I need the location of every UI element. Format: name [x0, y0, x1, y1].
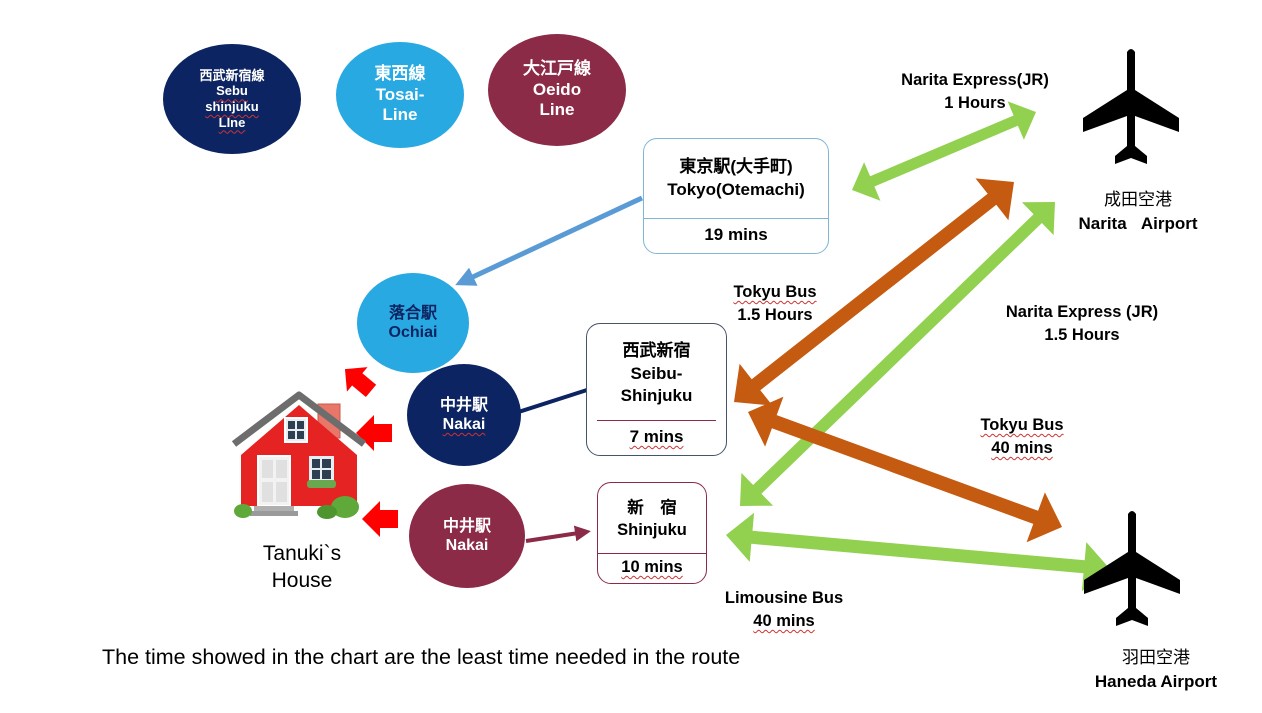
haneda-jp: 羽田空港: [1122, 648, 1190, 667]
legend-oedo-en2: Line: [539, 100, 575, 120]
seibu-shinjuku-en1: Seibu-: [630, 363, 683, 383]
arrow-nakai-to-shinjuku: [525, 525, 591, 543]
legend-seibu-en1: Sebu: [216, 83, 248, 99]
arrow-nex-tokyo-narita: [852, 101, 1036, 201]
station-box-seibu-shinjuku: 西武新宿 Seibu- Shinjuku 7 mins: [586, 323, 727, 456]
limousine-line1: Limousine Bus: [724, 589, 844, 607]
seibu-shinjuku-jp: 西武新宿: [622, 340, 691, 360]
station-nakai-seibu: 中井駅 Nakai: [407, 364, 521, 466]
legend-seibu-shinjuku-line: 西武新宿線 Sebu shinjuku LIne: [163, 44, 301, 154]
ochiai-en: Ochiai: [388, 324, 438, 341]
legend-tozai-en1: Tosai-: [375, 84, 425, 104]
house-label: Tanuki`s House: [238, 540, 366, 595]
shinjuku-time: 10 mins: [621, 558, 683, 576]
arrow-tokyo-to-ochiai: [455, 195, 644, 286]
house-icon: [231, 391, 367, 519]
legend-seibu-en3: LIne: [218, 114, 246, 130]
airplane-icon-narita: [1083, 49, 1179, 164]
arrow-limousine-shinjuku-haneda: [726, 512, 1110, 592]
tokyu-narita-line1: Tokyu Bus: [733, 283, 817, 301]
arrow-tokyu-seibu-narita: [734, 178, 1014, 406]
shinjuku-en: Shinjuku: [617, 521, 687, 539]
route-label-nex-tokyo: Narita Express(JR) 1 Hours: [870, 69, 1080, 115]
station-box-tokyo: 東京駅(大手町) Tokyo(Otemachi) 19 mins: [643, 138, 829, 254]
route-label-nex-shinjuku: Narita Express (JR) 1.5 Hours: [982, 301, 1182, 347]
footnote: The time showed in the chart are the lea…: [102, 645, 741, 669]
haneda-airport-label: 羽田空港 Haneda Airport: [1076, 646, 1236, 694]
tokyo-jp: 東京駅(大手町): [679, 156, 793, 176]
legend-seibu-en2: shinjuku: [205, 99, 259, 114]
seibu-shinjuku-en2: Shinjuku: [620, 386, 693, 406]
ochiai-jp: 落合駅: [388, 304, 437, 322]
arrow-tokyu-seibu-haneda: [748, 396, 1062, 543]
nex-shinjuku-line1: Narita Express (JR): [1005, 303, 1159, 321]
route-label-tokyu-narita: Tokyu Bus 1.5 Hours: [715, 281, 835, 327]
nex-tokyo-line2: 1 Hours: [944, 94, 1006, 113]
route-label-limousine-haneda: Limousine Bus 40 mins: [704, 587, 864, 633]
legend-oedo-en1: Oeido: [532, 79, 582, 99]
station-nakai-oedo: 中井駅 Nakai: [409, 484, 525, 588]
nakai-oedo-jp: 中井駅: [442, 517, 491, 535]
tokyu-haneda-line2: 40 mins: [991, 439, 1053, 458]
nakai-seibu-jp: 中井駅: [439, 396, 488, 414]
narita-en: Narita Airport: [1078, 213, 1198, 233]
shinjuku-jp: 新 宿: [627, 498, 677, 517]
arrow-nex-shinjuku-narita: [740, 202, 1055, 506]
legend-oedo-line: 大江戸線 Oeido Line: [488, 34, 626, 146]
house-arrow-top: [344, 367, 377, 398]
nex-tokyo-line1: Narita Express(JR): [901, 71, 1049, 89]
route-label-tokyu-haneda: Tokyu Bus 40 mins: [962, 414, 1082, 460]
nakai-seibu-en: Nakai: [442, 416, 486, 433]
legend-tozai-jp: 東西線: [374, 64, 426, 84]
legend-oedo-jp: 大江戸線: [523, 59, 591, 79]
station-box-shinjuku: 新 宿 Shinjuku 10 mins: [597, 482, 707, 584]
airplane-icon-haneda: [1084, 511, 1180, 626]
limousine-line2: 40 mins: [753, 612, 815, 631]
tokyo-en: Tokyo(Otemachi): [667, 179, 805, 199]
house-arrow-bottom: [362, 501, 398, 537]
legend-tozai-line: 東西線 Tosai- Line: [336, 42, 464, 148]
tokyu-narita-line2: 1.5 Hours: [737, 306, 813, 325]
seibu-shinjuku-time: 7 mins: [629, 427, 684, 446]
tokyu-haneda-line1: Tokyu Bus: [980, 416, 1064, 434]
tokyo-time: 19 mins: [704, 225, 768, 244]
narita-jp: 成田空港: [1104, 190, 1172, 209]
station-ochiai: 落合駅 Ochiai: [357, 273, 469, 373]
legend-tozai-en2: Line: [382, 105, 418, 125]
nex-shinjuku-line2: 1.5 Hours: [1044, 326, 1120, 345]
narita-airport-label: 成田空港 Narita Airport: [1060, 188, 1216, 236]
house-label-line1: Tanuki`s: [262, 542, 342, 565]
haneda-en: Haneda Airport: [1094, 671, 1218, 691]
legend-seibu-jp: 西武新宿線: [199, 67, 265, 83]
nakai-oedo-en: Nakai: [445, 537, 489, 554]
house-label-line2: House: [271, 569, 333, 593]
